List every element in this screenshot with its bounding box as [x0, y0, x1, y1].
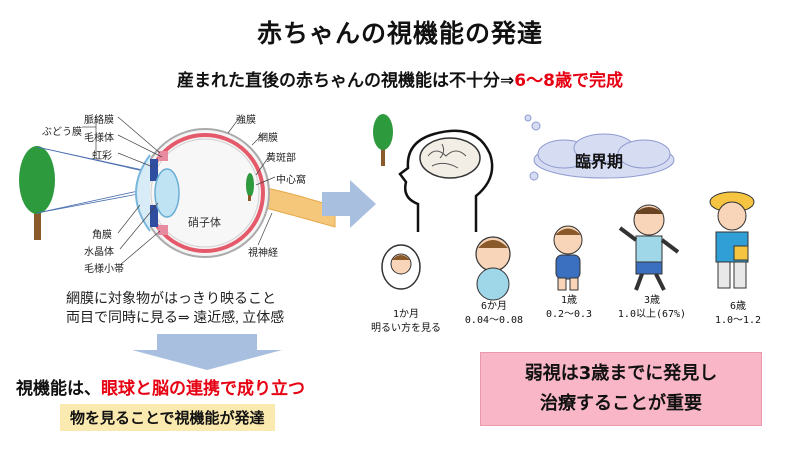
pointer-lines [82, 115, 276, 266]
label-choroid: 脈絡膜 [84, 115, 114, 126]
age-item-3years: 3歳 1.0以上(67%) [604, 294, 700, 322]
description-line1: 網膜に対象物がはっきり映ること [66, 292, 276, 307]
down-arrow-icon [132, 334, 282, 370]
iris-upper [150, 159, 158, 181]
lens [154, 168, 180, 218]
visual-function-statement: 視機能は、眼球と脳の連携で成り立つ [16, 374, 305, 399]
label-retina: 網膜 [258, 133, 278, 144]
tree-icon [19, 146, 55, 240]
label-iris: 虹彩 [92, 151, 112, 162]
cloud-dots-icon [524, 114, 541, 131]
label-ciliary-body: 毛様体 [84, 133, 114, 144]
page-title: 赤ちゃんの視機能の発達 [256, 19, 543, 48]
iris-lower [150, 205, 158, 227]
label-fovea: 中心窩 [276, 175, 306, 186]
subtitle-main: 産まれた直後の赤ちゃんの視機能は不十分⇒ [177, 71, 515, 91]
baby-1month-illustration [381, 244, 421, 290]
head-brain-illustration [373, 114, 494, 232]
cornea [135, 154, 151, 232]
label-lens: 水晶体 [84, 247, 114, 258]
important-line1: 弱視は3歳までに発見し [524, 363, 718, 384]
baby-6month-illustration [475, 236, 511, 301]
ciliary-upper [158, 151, 168, 161]
eye-diagram [19, 115, 336, 266]
cloud-shape [529, 133, 675, 181]
child-3year-illustration [618, 204, 680, 291]
age-item-1month: 1か月 明るい方を見る [360, 308, 452, 336]
important-line2: 治療することが重要 [540, 393, 702, 414]
age-item-6months: 6か月 0.04〜0.08 [456, 300, 532, 328]
right-arrow-icon [322, 180, 376, 228]
age-label: 6歳 [729, 301, 747, 312]
child-1year-illustration [553, 225, 583, 291]
age-item-6years: 6歳 1.0〜1.2 [698, 300, 778, 328]
vision-label: 0.2〜0.3 [545, 309, 593, 320]
vision-label: 1.0〜1.2 [714, 315, 762, 326]
label-zonule: 毛様小帯 [84, 264, 124, 275]
label-cornea: 角膜 [92, 230, 112, 241]
vision-label: 0.04〜0.08 [464, 315, 524, 326]
vitreous-body [150, 138, 260, 248]
retina-image-icon [246, 173, 254, 201]
subtitle-highlight: 6〜8歳で完成 [514, 71, 623, 91]
vision-label: 明るい方を見る [371, 323, 441, 334]
description-line2: 両目で同時に見る⇒ 遠近感, 立体感 [66, 311, 285, 326]
child-6year-illustration [709, 191, 755, 289]
critical-period-label: 臨界期 [575, 152, 624, 171]
age-label: 6か月 [480, 301, 508, 312]
age-label: 1か月 [392, 309, 420, 320]
statement-highlight: 眼球と脳の連携で成り立つ [101, 379, 305, 399]
important-note-box: 弱視は3歳までに発見し 治療することが重要 [480, 352, 762, 426]
description: 網膜に対象物がはっきり映ること 両目で同時に見る⇒ 遠近感, 立体感 [66, 290, 284, 328]
age-label: 3歳 [643, 295, 661, 306]
tree-small-icon [373, 114, 393, 166]
age-item-1year: 1歳 0.2〜0.3 [532, 294, 606, 322]
development-note: 物を見ることで視機能が発達 [60, 404, 275, 431]
ciliary-lower [158, 225, 168, 235]
optic-nerve [261, 186, 336, 228]
label-optic-nerve: 視神経 [248, 248, 278, 259]
age-label: 1歳 [560, 295, 578, 306]
statement-prefix: 視機能は、 [16, 379, 101, 399]
label-vitreous: 硝子体 [188, 216, 221, 229]
brain [419, 137, 481, 179]
label-sclera: 強膜 [236, 115, 256, 126]
vision-label: 1.0以上(67%) [617, 309, 687, 320]
label-uvea: ぶどう膜 [42, 127, 82, 138]
label-macula: 黄斑部 [266, 153, 296, 164]
subtitle: 産まれた直後の赤ちゃんの視機能は不十分⇒6〜8歳で完成 [0, 66, 800, 91]
